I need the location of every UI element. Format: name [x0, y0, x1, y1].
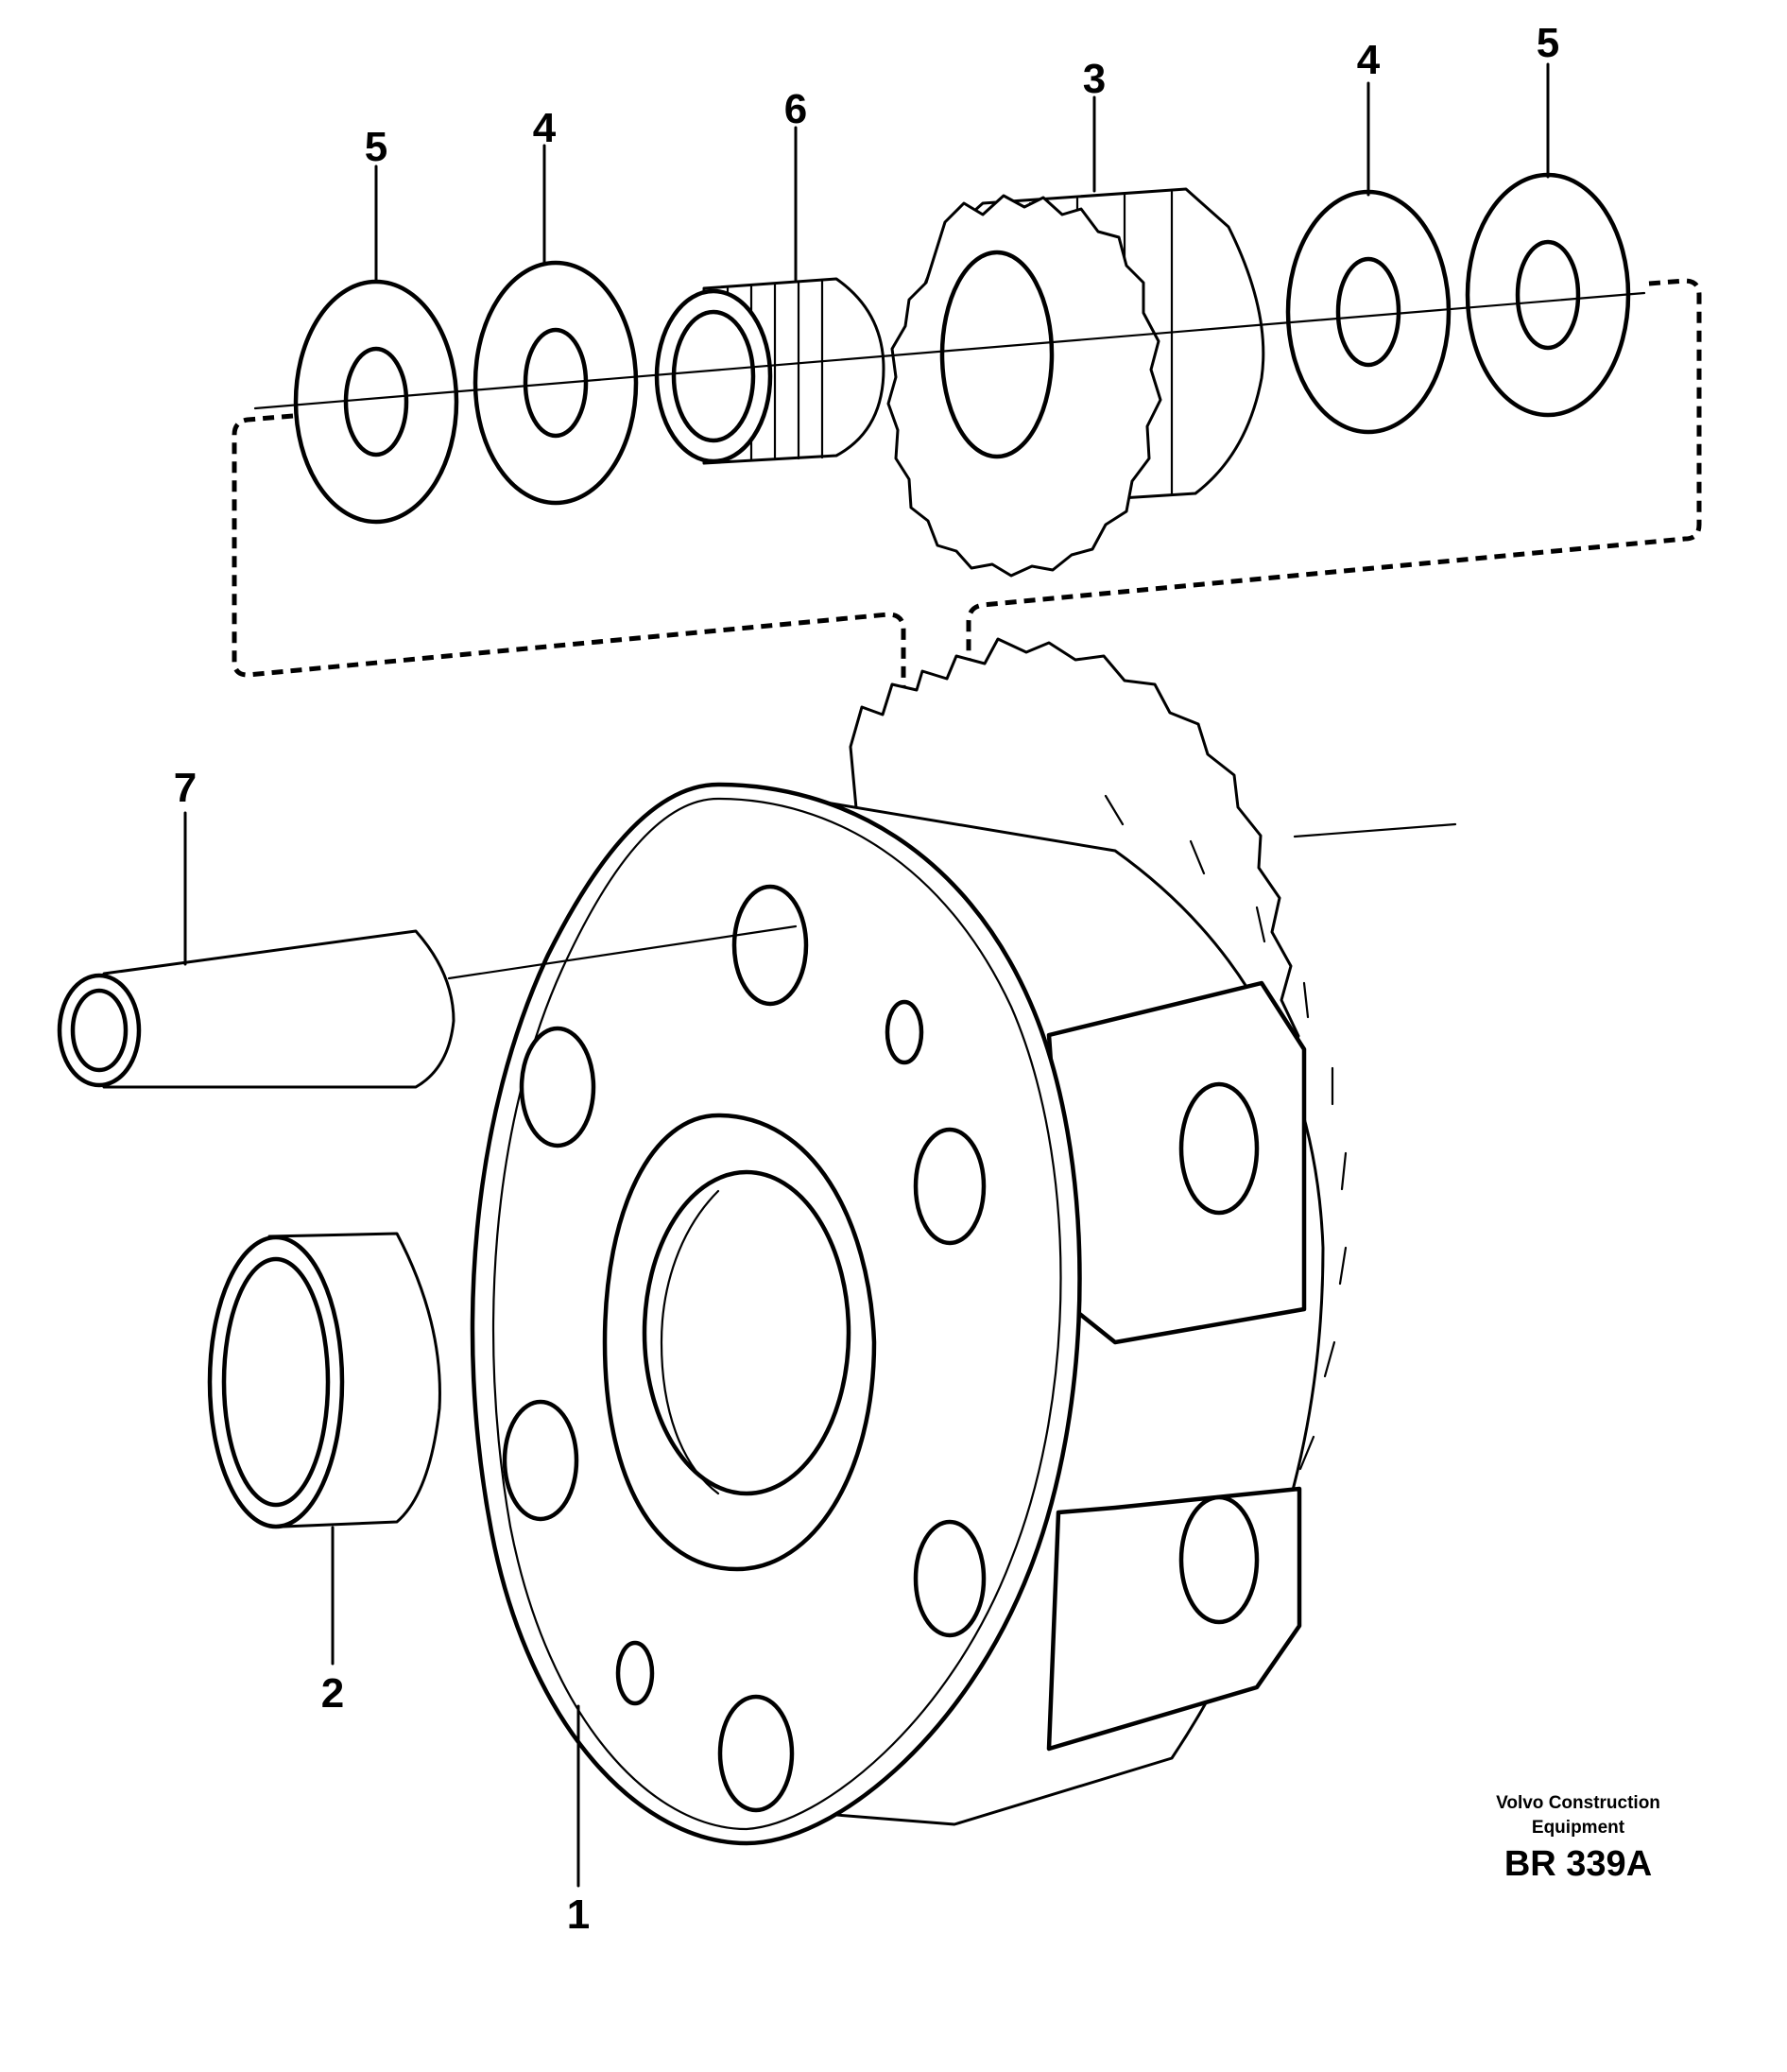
- credit-line1: Volvo Construction: [1496, 1793, 1660, 1813]
- bore-inner-edge: [660, 1189, 720, 1495]
- callout-5a: 5: [365, 124, 387, 170]
- carrier-bore: [642, 1169, 851, 1496]
- credit-block: Volvo Construction Equipment BR 339A: [1436, 1791, 1720, 1886]
- bolt-hole: [913, 1127, 987, 1246]
- planet-gear-3: [886, 187, 1265, 578]
- washer-5-right: [1465, 172, 1631, 418]
- carrier-axis-line: [1293, 822, 1457, 838]
- pin-hole-upper: [1178, 1081, 1260, 1216]
- small-hole: [615, 1640, 655, 1706]
- planet-carrier-gear: [470, 637, 1348, 1846]
- bolt-hole: [502, 1399, 579, 1522]
- needle-bearing-6: [654, 277, 885, 465]
- bolt-hole: [717, 1694, 795, 1813]
- small-hole: [885, 999, 924, 1065]
- callout-1: 1: [567, 1891, 590, 1938]
- carrier-window-upper: [1046, 980, 1307, 1345]
- callout-3: 3: [1083, 56, 1106, 102]
- callout-6: 6: [784, 86, 807, 132]
- bolt-hole: [731, 884, 809, 1007]
- carrier-window-lower: [1046, 1486, 1302, 1752]
- assembly-bracket-left: [232, 413, 906, 860]
- callout-4a: 4: [533, 105, 557, 151]
- callout-4b: 4: [1357, 37, 1381, 83]
- callout-7: 7: [174, 765, 197, 811]
- bolt-hole: [913, 1519, 987, 1638]
- drawing-reference: BR 339A: [1503, 1844, 1653, 1884]
- washer-4-right: [1285, 189, 1452, 435]
- bolt-hole: [519, 1026, 596, 1148]
- bushing-2: [207, 1232, 441, 1529]
- assembly-axis-upper: [253, 291, 1646, 410]
- shaft-axis-line: [447, 924, 798, 980]
- callout-2: 2: [321, 1670, 344, 1717]
- assembly-bracket-right: [966, 278, 1702, 860]
- washer-5-left: [293, 279, 459, 525]
- planet-shaft-7: [57, 929, 455, 1089]
- callout-5b: 5: [1537, 20, 1559, 66]
- pin-hole-lower: [1178, 1494, 1260, 1625]
- credit-line2: Equipment: [1531, 1818, 1625, 1838]
